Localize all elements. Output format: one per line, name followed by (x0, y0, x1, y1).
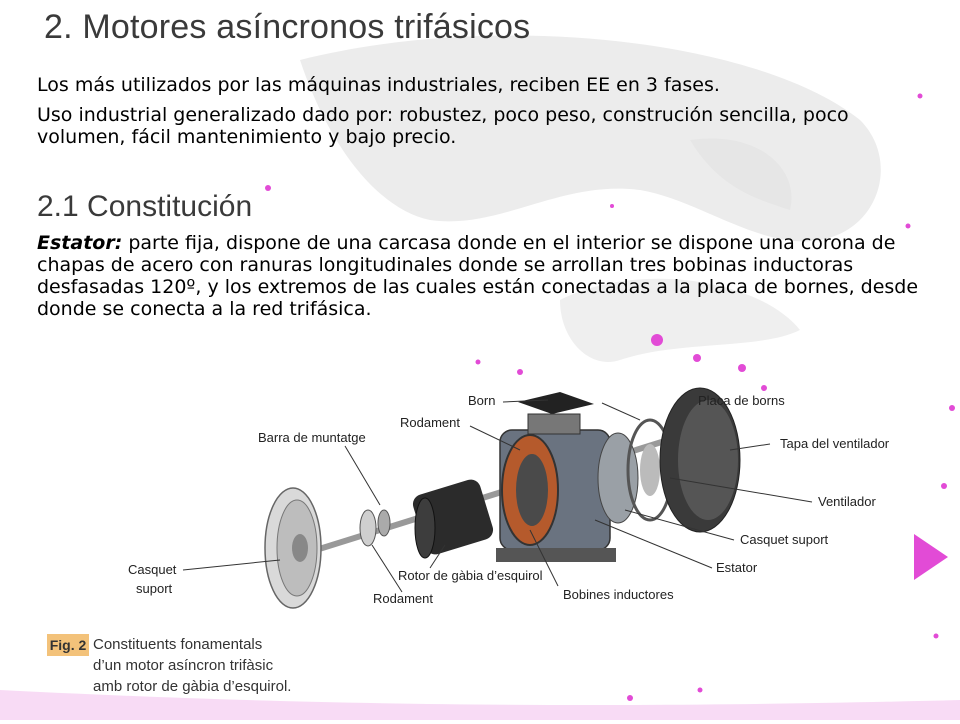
play-icon[interactable] (912, 532, 950, 582)
estator-paragraph: Estator: parte fija, dispone de una carc… (37, 232, 942, 320)
estator-label: Estator: (37, 232, 123, 254)
left-end-shield (264, 487, 322, 609)
label-casquet-left-2: suport (136, 581, 173, 596)
leader-lines (182, 399, 813, 593)
label-estator: Estator (716, 560, 758, 575)
page-title: 2. Motores asíncronos trifásicos (44, 8, 531, 46)
squirrel-cage-rotor (412, 479, 494, 559)
fan-cover (659, 387, 741, 533)
terminal-box (518, 392, 594, 435)
label-bobines-inductores: Bobines inductores (563, 587, 674, 602)
stator-housing (496, 429, 616, 562)
motor-diagram: Born Placa de borns Rodament Barra de mu… (128, 387, 890, 609)
label-casquet-left-1: Casquet (128, 562, 177, 577)
caption-line-2: d’un motor asíncron trifàsic (93, 657, 274, 674)
left-bearing (359, 509, 377, 547)
motor-exploded-figure: Born Placa de borns Rodament Barra de mu… (0, 370, 960, 720)
figure-caption: Constituents fonamentals d’un motor asín… (93, 634, 333, 697)
label-rotor: Rotor de gàbia d’esquirol (398, 568, 543, 583)
left-bearing-inner (377, 509, 391, 537)
caption-line-3: amb rotor de gàbia d’esquirol. (93, 678, 292, 695)
intro-line-2: Uso industrial generalizado dado por: ro… (37, 104, 849, 148)
label-rodament-bottom: Rodament (373, 591, 433, 606)
figure-tag: Fig. 2 (47, 634, 89, 656)
estator-text: parte fija, dispone de una carcasa donde… (37, 232, 919, 320)
label-barra-de-muntatge: Barra de muntatge (258, 430, 366, 445)
caption-line-1: Constituents fonamentals (93, 636, 263, 653)
label-tapa-del-ventilador: Tapa del ventilador (780, 436, 890, 451)
intro-line-1: Los más utilizados por las máquinas indu… (37, 74, 720, 96)
label-born: Born (468, 393, 495, 408)
label-placa-de-borns: Placa de borns (698, 393, 785, 408)
label-casquet-suport-right: Casquet suport (740, 532, 829, 547)
label-ventilador: Ventilador (818, 494, 876, 509)
label-rodament-top: Rodament (400, 415, 460, 430)
section-title: 2.1 Constitución (37, 190, 253, 223)
